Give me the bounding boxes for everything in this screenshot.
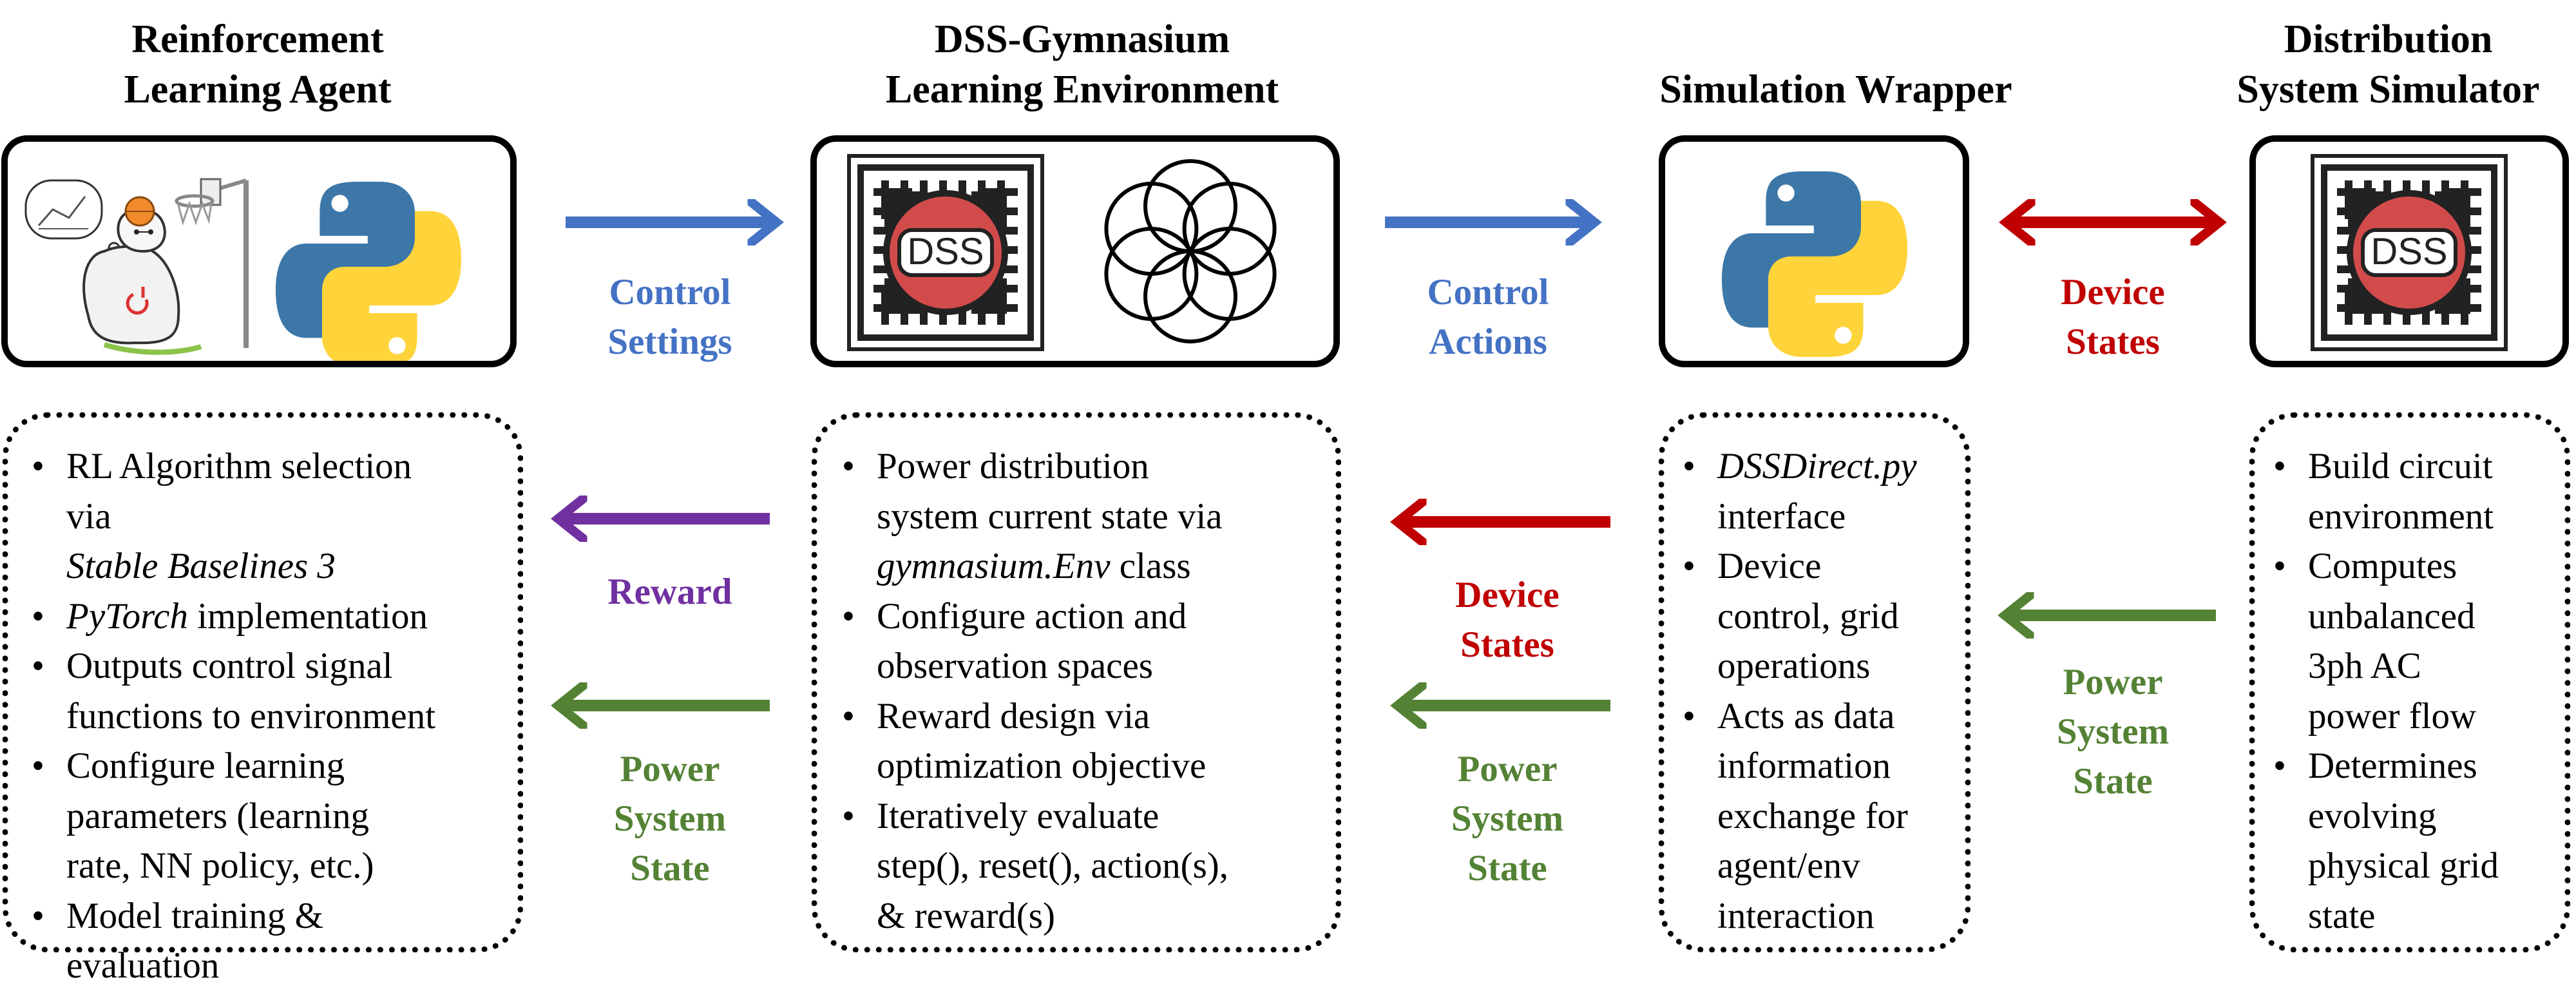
wrapper-column-title: Simulation Wrapper bbox=[1659, 68, 2012, 111]
python-logo-icon bbox=[1722, 171, 1907, 357]
agent-icon-box bbox=[1, 135, 517, 367]
gymnasium-logo-icon bbox=[1104, 159, 1277, 343]
dss-logo-text: DSS bbox=[2371, 231, 2447, 273]
reward-label: Reward bbox=[607, 572, 732, 612]
dss-logo-text: DSS bbox=[907, 231, 984, 273]
opendss-logo-icon: DSS bbox=[2311, 154, 2508, 351]
environment-icon-box: DSS bbox=[810, 135, 1340, 367]
wrapper-icon-box bbox=[1659, 135, 1969, 367]
bullet-item: PyTorch implementation bbox=[26, 592, 511, 642]
simulator-icon-box: DSS bbox=[2249, 135, 2569, 367]
robot-basketball-icon bbox=[24, 178, 249, 355]
opendss-logo-icon: DSS bbox=[847, 154, 1044, 351]
bullet-item: Model training &evaluation bbox=[26, 891, 511, 991]
python-logo-icon bbox=[276, 182, 462, 361]
